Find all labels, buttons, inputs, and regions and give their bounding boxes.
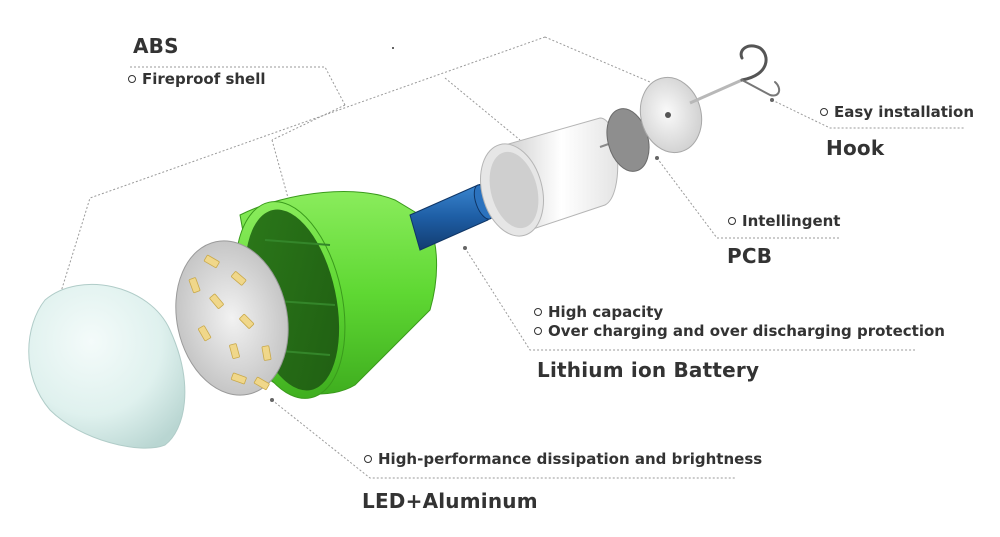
leader-abs-dome bbox=[59, 36, 546, 296]
bullet-icon bbox=[728, 217, 736, 225]
leader-lines bbox=[59, 36, 965, 479]
bullet-icon bbox=[820, 108, 828, 116]
label-battery-title: Lithium ion Battery bbox=[537, 358, 760, 382]
leader-led bbox=[271, 399, 735, 479]
label-hook-title: Hook bbox=[826, 136, 885, 160]
battery-feature-text-2: Over charging and over discharging prote… bbox=[548, 322, 945, 340]
leader-battery bbox=[464, 247, 915, 351]
leader-pcb bbox=[656, 157, 840, 239]
label-led-title: LED+Aluminum bbox=[362, 489, 538, 513]
leader-abs bbox=[130, 66, 346, 106]
leader-abs-to-green bbox=[271, 104, 346, 141]
hook bbox=[739, 44, 781, 97]
abs-feature-text: Fireproof shell bbox=[142, 70, 266, 88]
bullet-icon bbox=[534, 308, 542, 316]
led-aluminum-board bbox=[175, 240, 289, 396]
label-abs-feature: Fireproof shell bbox=[128, 70, 266, 88]
label-pcb-title: PCB bbox=[727, 244, 773, 268]
pcb-feature-text: Intellingent bbox=[742, 212, 841, 230]
leader-abs-cup2 bbox=[444, 77, 521, 141]
white-cup bbox=[480, 117, 621, 237]
leader-abs-cup bbox=[544, 36, 651, 83]
hook-feature-text: Easy installation bbox=[834, 103, 975, 121]
leader-hook bbox=[771, 99, 965, 129]
led-chips bbox=[188, 254, 272, 390]
bullet-icon bbox=[534, 327, 542, 335]
leader-abs-green-tip bbox=[271, 139, 291, 206]
bullet-icon bbox=[128, 75, 136, 83]
label-hook-feature: Easy installation bbox=[820, 103, 974, 121]
label-led-feature: High-performance dissipation and brightn… bbox=[364, 450, 762, 468]
label-battery-feature-1: High capacity bbox=[534, 303, 663, 321]
battery-feature-text-1: High capacity bbox=[548, 303, 664, 321]
label-battery-feature-2: Over charging and over discharging prote… bbox=[534, 322, 945, 340]
label-pcb-feature: Intellingent bbox=[728, 212, 840, 230]
led-feature-text: High-performance dissipation and brightn… bbox=[378, 450, 763, 468]
leader-dots bbox=[270, 98, 774, 402]
bullet-icon bbox=[364, 455, 372, 463]
end-cap bbox=[639, 76, 743, 154]
dome-diffuser bbox=[28, 284, 186, 449]
label-abs-title: ABS bbox=[133, 34, 179, 58]
